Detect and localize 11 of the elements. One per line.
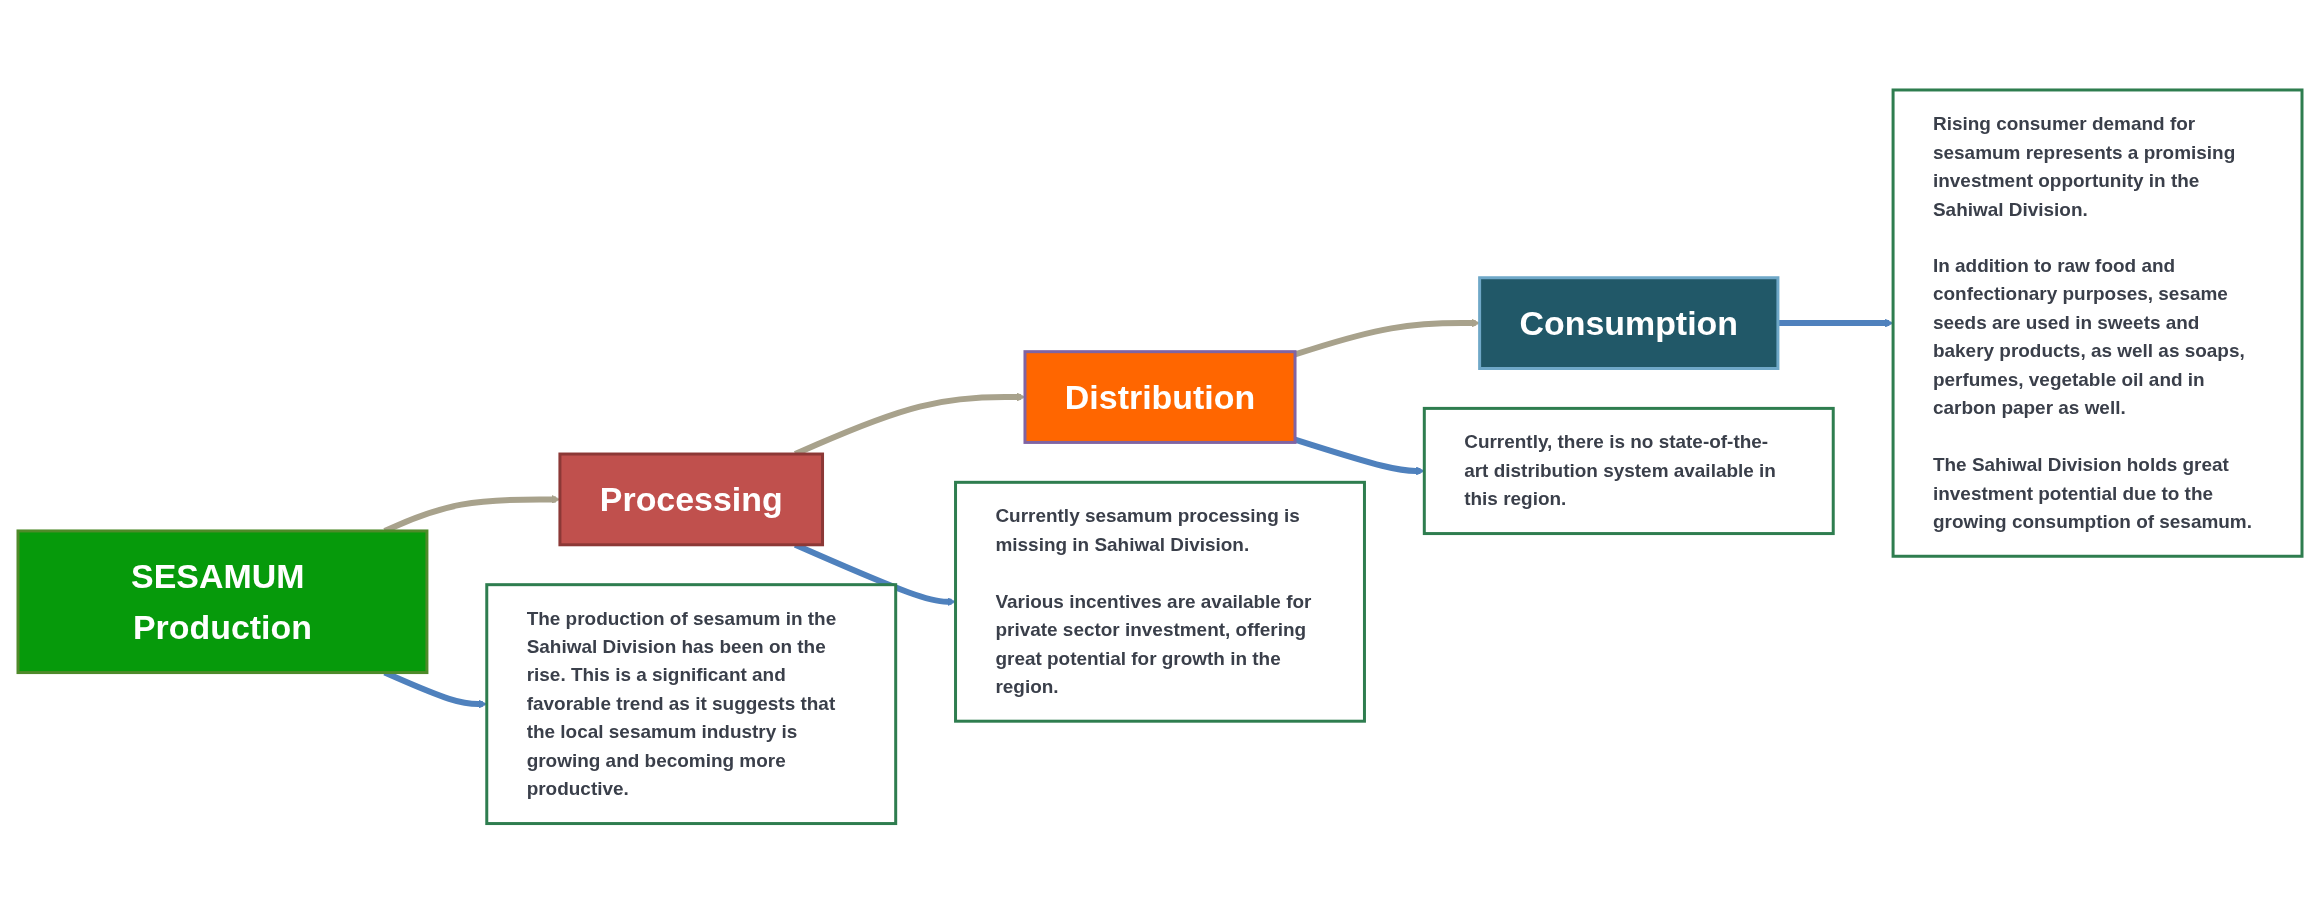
- node-box: The production of sesamum in the Sahiwal Division has been on the rise. This is a significant and favorable trend as it suggests that the local sesamum industry is growing and becoming more productive.: [485, 582, 898, 825]
- node-box: Distribution: [1023, 349, 1297, 444]
- node-box: Processing: [558, 452, 825, 546]
- node-box: Consumption: [1478, 275, 1780, 370]
- arrow: [1294, 318, 1480, 358]
- node-box: SESAMUM Production: [16, 529, 429, 674]
- arrow: [1294, 436, 1425, 476]
- node-box: Rising consumer demand for sesamum represents a promising investment opportunity in the Sahiwal Division. In addition to raw food and confectionary purposes, sesame seeds are used in sweets and bakery products, as well as soaps, perfumes, vegetable oil and in carbon paper as well. The Sahiwal Division holds great investment potential due to the growing consumption of sesamum.: [1891, 88, 2304, 558]
- node-box: Currently sesamum processing is missing in Sahiwal Division. Various incentives are available for private sector investment, offering great potential for growth in the region.: [954, 480, 1366, 723]
- node-box: Currently, there is no state-of-the-art distribution system available in this region.: [1422, 406, 1835, 535]
- arrow: [1777, 318, 1894, 328]
